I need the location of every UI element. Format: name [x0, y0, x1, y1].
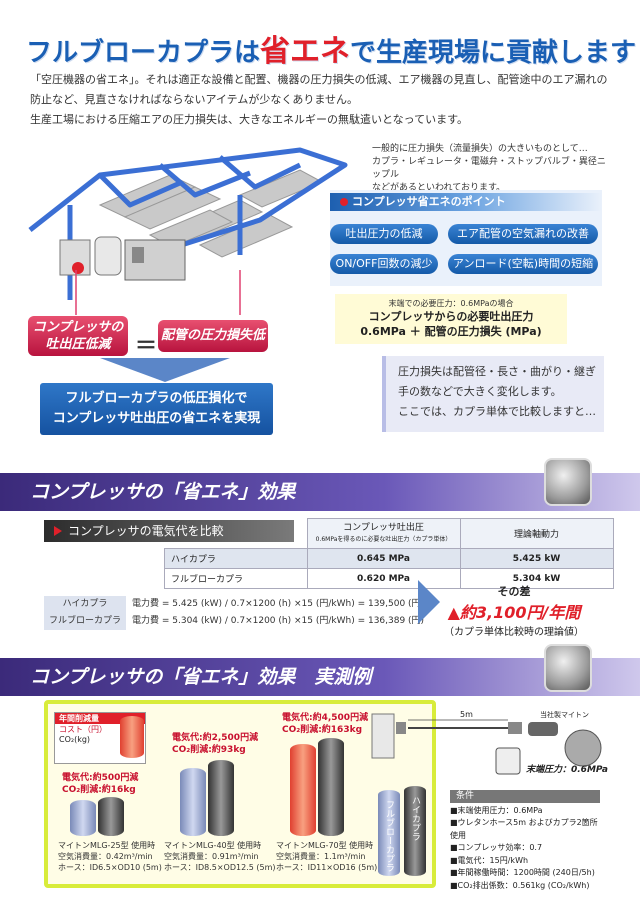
pressure-point-marker — [72, 262, 84, 274]
end-pressure-label: 末端圧力：0.6MPa — [526, 765, 608, 775]
table-row: ハイカプラ 0.645 MPa 5.425 kW — [164, 548, 614, 569]
hose-length: 5m — [460, 710, 473, 719]
label-cylinder-fullblow — [378, 790, 400, 876]
cylinder-fullblow — [70, 800, 96, 836]
cylinder-hicoupler — [208, 760, 234, 836]
coupler-photo-icon — [544, 644, 592, 692]
discharge-reduction-box: コンプレッサの 吐出圧低減 — [28, 316, 128, 356]
piping-illustration — [28, 147, 348, 300]
label-cylinder-hicoupler — [404, 786, 426, 876]
right-arrow-icon — [418, 580, 440, 624]
pipe-loss-reduction-box: 配管の圧力損失低減 — [158, 320, 268, 375]
compare-label: コンプレッサの電気代を比較 — [44, 520, 294, 542]
hicoupler-label: ハイカプラ — [410, 796, 420, 841]
page-title: フルブローカプラは省エネで生産現場に貢献します — [26, 34, 637, 69]
result-box: フルブローカプラの低圧損化で コンプレッサ吐出圧の省エネを実現 — [40, 383, 273, 435]
cylinder-fullblow — [290, 744, 316, 836]
required-pressure-box: 末端での必要圧力：0.6MPaの場合 コンプレッサからの必要吐出圧力 0.6MP… — [335, 294, 567, 344]
conditions-box: 条件 ■末端使用圧力：0.6MPa ■ウレタンホース5m およびカプラ2箇所使用… — [450, 790, 600, 892]
table-row: フルブローカプラ 0.620 MPa 5.304 kW — [164, 568, 614, 589]
section-banner: コンプレッサの「省エネ」効果 実測例 — [0, 658, 640, 696]
callout-lines — [75, 270, 241, 315]
cylinder-hicoupler — [318, 738, 344, 836]
tool-label: 当社製マイトン — [540, 711, 589, 719]
section-banner: コンプレッサの「省エネ」効果 — [0, 473, 640, 511]
point-pill: 吐出圧力の低減 — [330, 224, 438, 244]
legend-cylinder — [120, 716, 144, 758]
down-arrow-icon — [100, 358, 230, 382]
loss-note: 一般的に圧力損失（流量損失）の大きいものとして… カプラ・レギュレータ・電磁弁・… — [372, 144, 606, 193]
loss-explanation: 圧力損失は配管径・長さ・曲がり・継ぎ 手の数などで大きく変化します。 ここでは、… — [382, 356, 604, 432]
cylinder-fullblow — [180, 768, 206, 836]
intro-text: 「空圧機器の省エネ」。それは適正な設備と配置、機器の圧力損失の低減、エア機器の見… — [30, 73, 608, 126]
cylinder-hicoupler — [98, 797, 124, 836]
bullet-icon — [340, 198, 348, 206]
equals-sign: ＝ — [135, 334, 158, 359]
setup-illustration — [371, 713, 602, 775]
point-pill: ON/OFF回数の減少 — [330, 254, 438, 274]
points-heading: コンプレッサ省エネのポイント — [330, 193, 602, 211]
cost-calculation: ハイカプラ電力費 = 5.425 (kW) / 0.7×1200 (h) ×15… — [44, 596, 424, 630]
coupler-photo-icon — [544, 458, 592, 506]
title-highlight: 省エネ — [260, 34, 351, 69]
point-pill: アンロード(空転)時間の短縮 — [448, 254, 598, 274]
point-pill: エア配管の空気漏れの改善 — [448, 224, 598, 244]
savings-difference: その差 ▲約3,100円/年間 （カプラ単体比較時の理論値） — [444, 585, 584, 638]
fullblow-label: フルブローカプラ — [384, 800, 394, 872]
